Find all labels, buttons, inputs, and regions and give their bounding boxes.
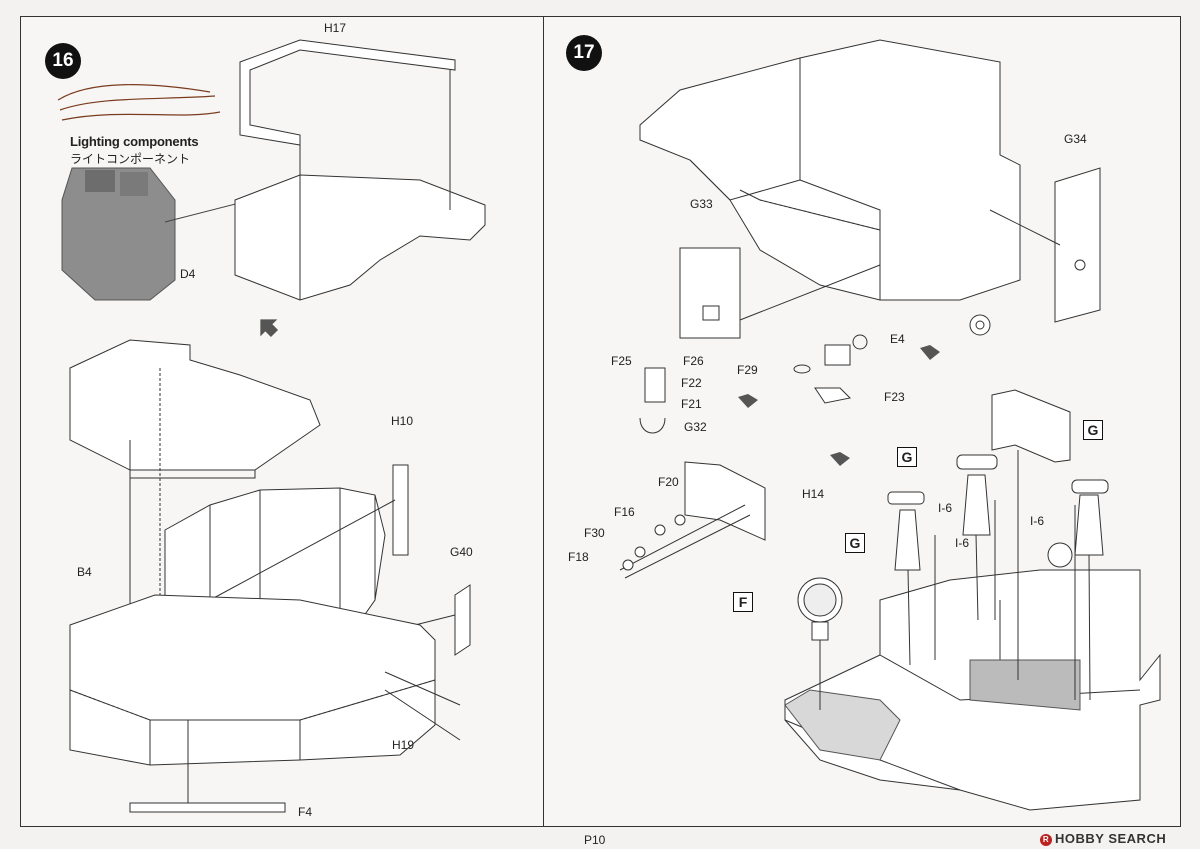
- part-label-f29: F29: [737, 363, 758, 377]
- lighting-components-subtitle: ライトコンポーネント: [70, 152, 191, 166]
- part-label-i6-first: I-6: [938, 501, 953, 515]
- watermark-text: HOBBY SEARCH: [1055, 831, 1167, 846]
- part-label-f18: F18: [568, 550, 589, 564]
- reference-tag-g-center: G: [897, 447, 917, 467]
- step-number-16: 16: [45, 43, 81, 79]
- reference-tag-f: F: [733, 592, 753, 612]
- registered-mark-icon: R: [1040, 833, 1052, 846]
- page-number: P10: [584, 833, 606, 847]
- step-number-17: 17: [566, 35, 602, 71]
- part-label-g32: G32: [684, 420, 707, 434]
- reference-tag-g-left: G: [845, 533, 865, 553]
- part-label-f22: F22: [681, 376, 702, 390]
- part-label-g40: G40: [450, 545, 473, 559]
- part-label-f4: F4: [298, 805, 313, 819]
- part-label-f21: F21: [681, 397, 702, 411]
- part-label-g33: G33: [690, 197, 713, 211]
- part-label-d4: D4: [180, 267, 196, 281]
- part-label-f20: F20: [658, 475, 679, 489]
- reference-tag-g-right: G: [1083, 420, 1103, 440]
- part-label-f23: F23: [884, 390, 905, 404]
- part-label-f16: F16: [614, 505, 635, 519]
- lighting-components-title: Lighting components: [70, 134, 199, 149]
- part-label-f26: F26: [683, 354, 704, 368]
- part-label-b4: B4: [77, 565, 92, 579]
- part-label-h10: H10: [391, 414, 414, 428]
- part-label-g34: G34: [1064, 132, 1087, 146]
- part-label-h14: H14: [802, 487, 825, 501]
- part-label-h17: H17: [324, 21, 347, 35]
- part-label-f25: F25: [611, 354, 632, 368]
- part-label-i6-second: I-6: [955, 536, 970, 550]
- part-label-i6-third: I-6: [1030, 514, 1045, 528]
- part-label-f30: F30: [584, 526, 605, 540]
- part-label-e4: E4: [890, 332, 905, 346]
- part-label-h19: H19: [392, 738, 415, 752]
